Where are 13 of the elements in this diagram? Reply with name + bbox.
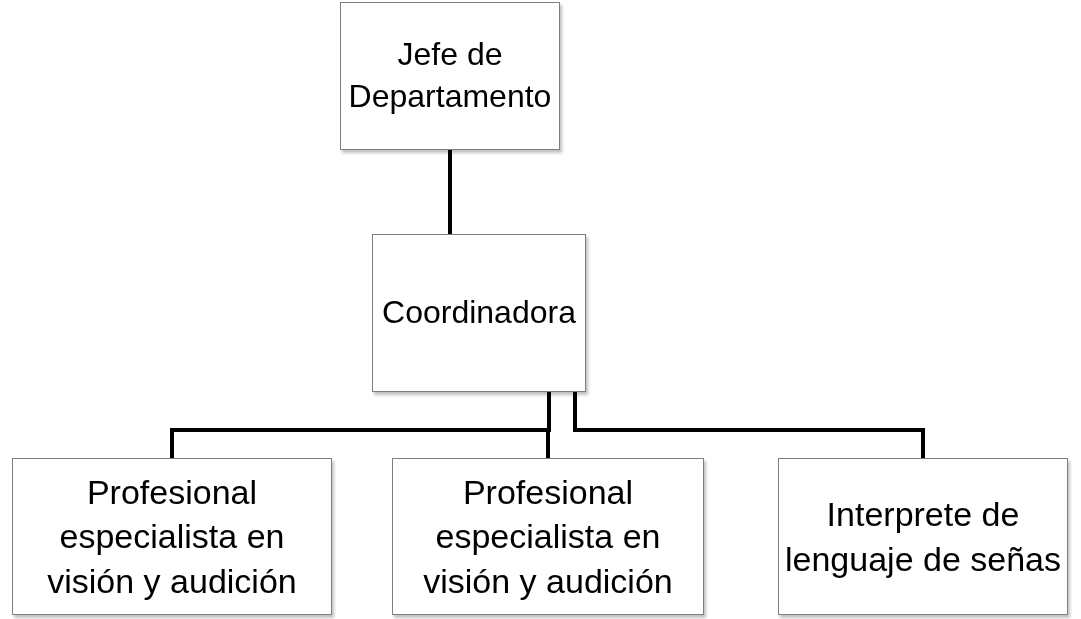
org-box: [340, 2, 560, 150]
org-box: [372, 234, 586, 392]
role-label: Jefe de Departamento: [347, 35, 553, 116]
role-label: Interprete de lenguaje de señas: [784, 494, 1062, 580]
role-label: Coordinadora: [381, 293, 577, 333]
org-box: [392, 458, 704, 615]
org-box: [12, 458, 332, 615]
org-box: [778, 458, 1068, 615]
role-label: Profesional especialista en visión y audición: [422, 472, 674, 602]
connector-line: [546, 392, 551, 458]
role-label: Profesional especialista en visión y audición: [46, 472, 298, 602]
connector-line: [448, 150, 452, 234]
connector-line: [573, 392, 925, 458]
